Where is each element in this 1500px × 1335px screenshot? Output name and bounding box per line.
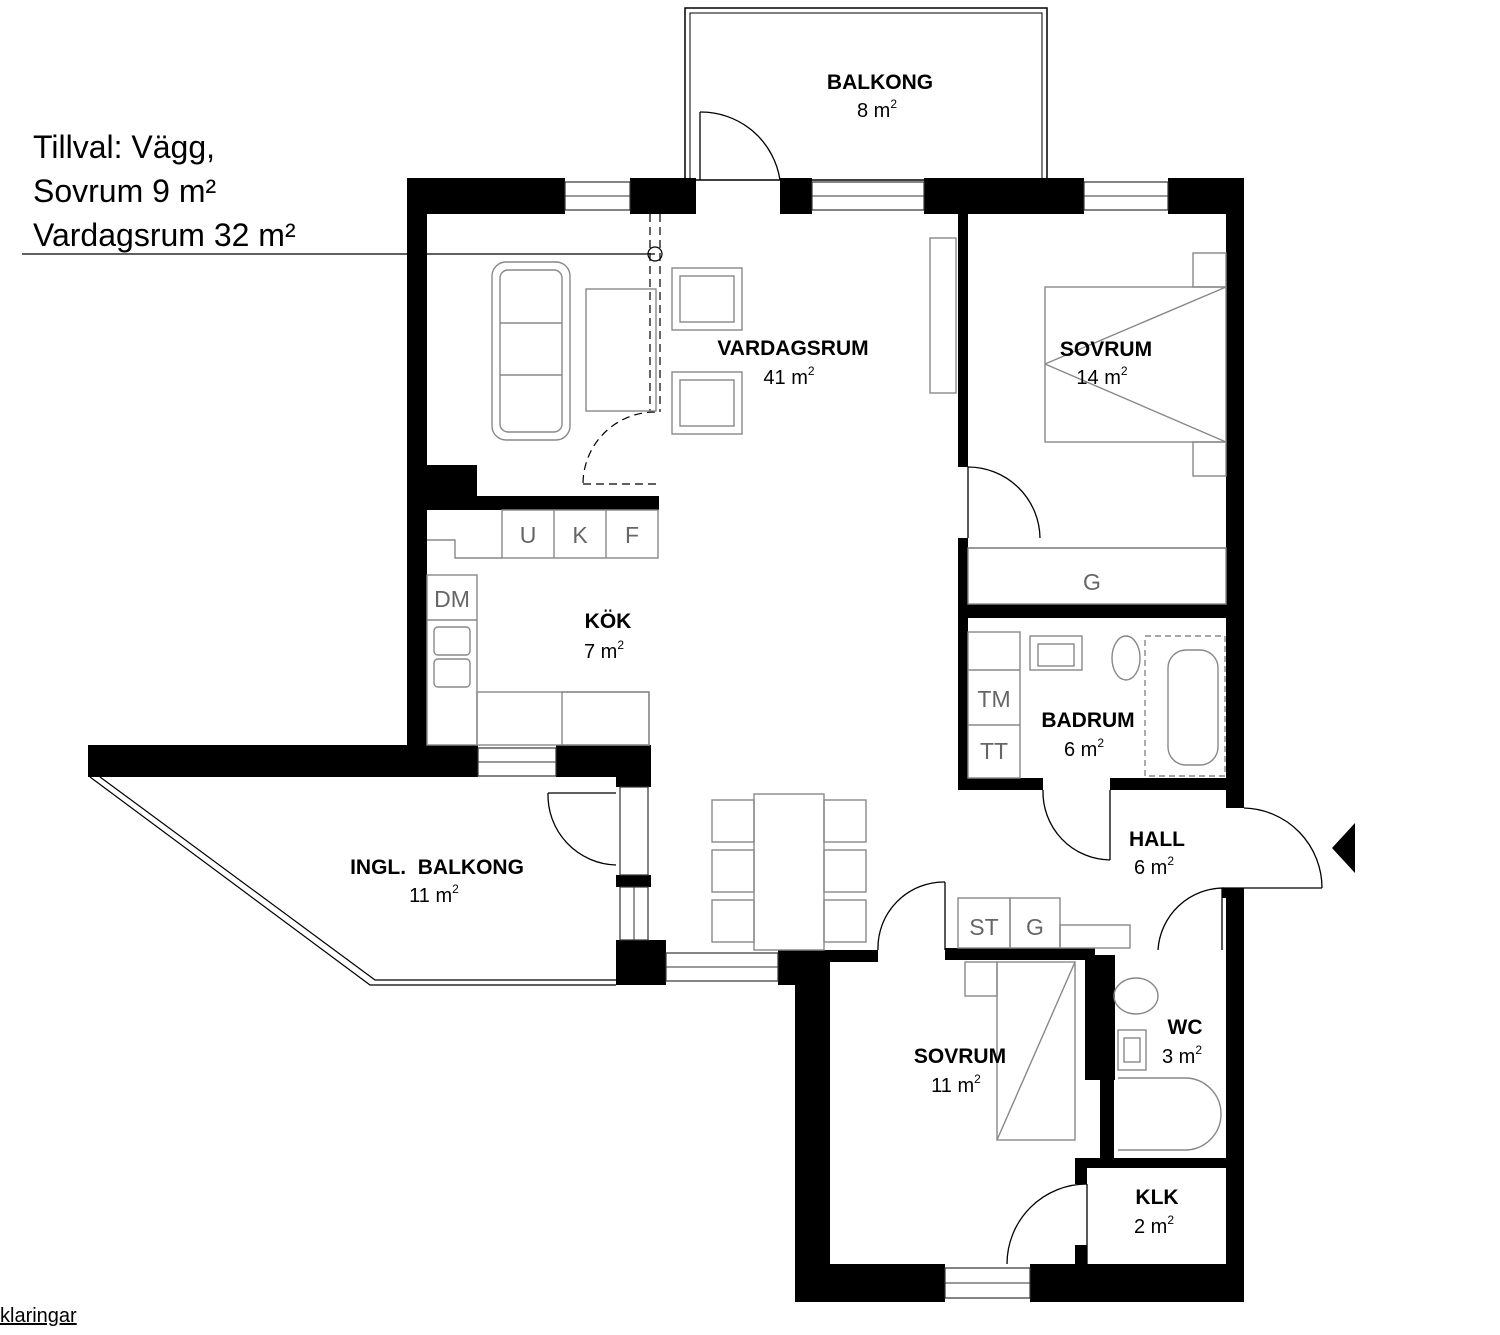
room-name-balkong: BALKONG	[827, 71, 933, 94]
option-note-line-2: Sovrum 9 m²	[33, 173, 217, 209]
top-balcony-outline	[684, 7, 1048, 181]
room-name-kok: KÖK	[585, 610, 632, 633]
option-note-line-1: Tillval: Vägg,	[33, 129, 215, 165]
room-name-wc: WC	[1168, 1016, 1203, 1039]
room-name-sovrum-2: SOVRUM	[914, 1045, 1006, 1068]
option-note-line-3: Vardagsrum 32 m²	[33, 217, 296, 253]
bedroom1-furniture	[967, 252, 1227, 605]
fixture-labels: U K F DM G TM TT ST G	[434, 522, 1101, 940]
room-name-vardagsrum: VARDAGSRUM	[717, 337, 868, 360]
fixture-label-st: ST	[969, 914, 998, 940]
fixture-label-dm: DM	[434, 586, 470, 612]
room-labels: BALKONG 8 m2 VARDAGSRUM 41 m2 SOVRUM 14 …	[350, 71, 1202, 1238]
wc-fixtures	[1113, 977, 1222, 1151]
room-area-sovrum-2: 11 m2	[931, 1072, 981, 1097]
fixture-label-f: F	[625, 522, 639, 548]
windows	[477, 181, 1169, 1299]
kitchen-fixtures	[426, 509, 659, 746]
room-area-sovrum-1: 14 m2	[1076, 364, 1127, 389]
room-area-klk: 2 m2	[1134, 1213, 1174, 1238]
room-area-balkong: 8 m2	[857, 97, 897, 122]
optional-wall	[582, 214, 661, 485]
room-area-vardagsrum: 41 m2	[763, 364, 814, 389]
fixture-label-g-closet: G	[1083, 569, 1101, 595]
room-name-klk: KLK	[1135, 1186, 1178, 1209]
room-name-badrum: BADRUM	[1041, 709, 1134, 732]
bathroom-fixtures	[967, 631, 1226, 779]
room-area-hall: 6 m2	[1134, 854, 1174, 879]
glazed-balcony-outline	[89, 776, 616, 986]
room-name-hall: HALL	[1129, 828, 1185, 851]
fixture-label-k: K	[572, 522, 588, 548]
option-note: Tillval: Vägg, Sovrum 9 m² Vardagsrum 32…	[33, 125, 296, 257]
legend-link[interactable]: klaringar	[0, 1305, 77, 1327]
dining-furniture	[711, 793, 867, 951]
room-area-ingl-balkong: 11 m2	[409, 882, 459, 907]
fixture-label-g-hall: G	[1026, 914, 1044, 940]
living-room-furniture	[491, 237, 957, 441]
fixture-label-tm: TM	[977, 686, 1010, 712]
room-area-badrum: 6 m2	[1064, 736, 1104, 761]
room-area-kok: 7 m2	[584, 638, 624, 663]
room-name-sovrum-1: SOVRUM	[1060, 338, 1152, 361]
room-area-wc: 3 m2	[1162, 1043, 1202, 1068]
note-leader-marker	[647, 246, 663, 262]
entrance-arrow-icon	[1332, 823, 1355, 873]
walls	[88, 178, 1244, 1302]
room-name-ingl-balkong: INGL. BALKONG	[350, 856, 524, 879]
bedroom2-furniture	[964, 961, 1076, 1141]
hall-fixtures	[957, 897, 1131, 949]
fixture-label-u: U	[520, 522, 537, 548]
fixture-label-tt: TT	[980, 738, 1008, 764]
doors	[547, 111, 1323, 1265]
